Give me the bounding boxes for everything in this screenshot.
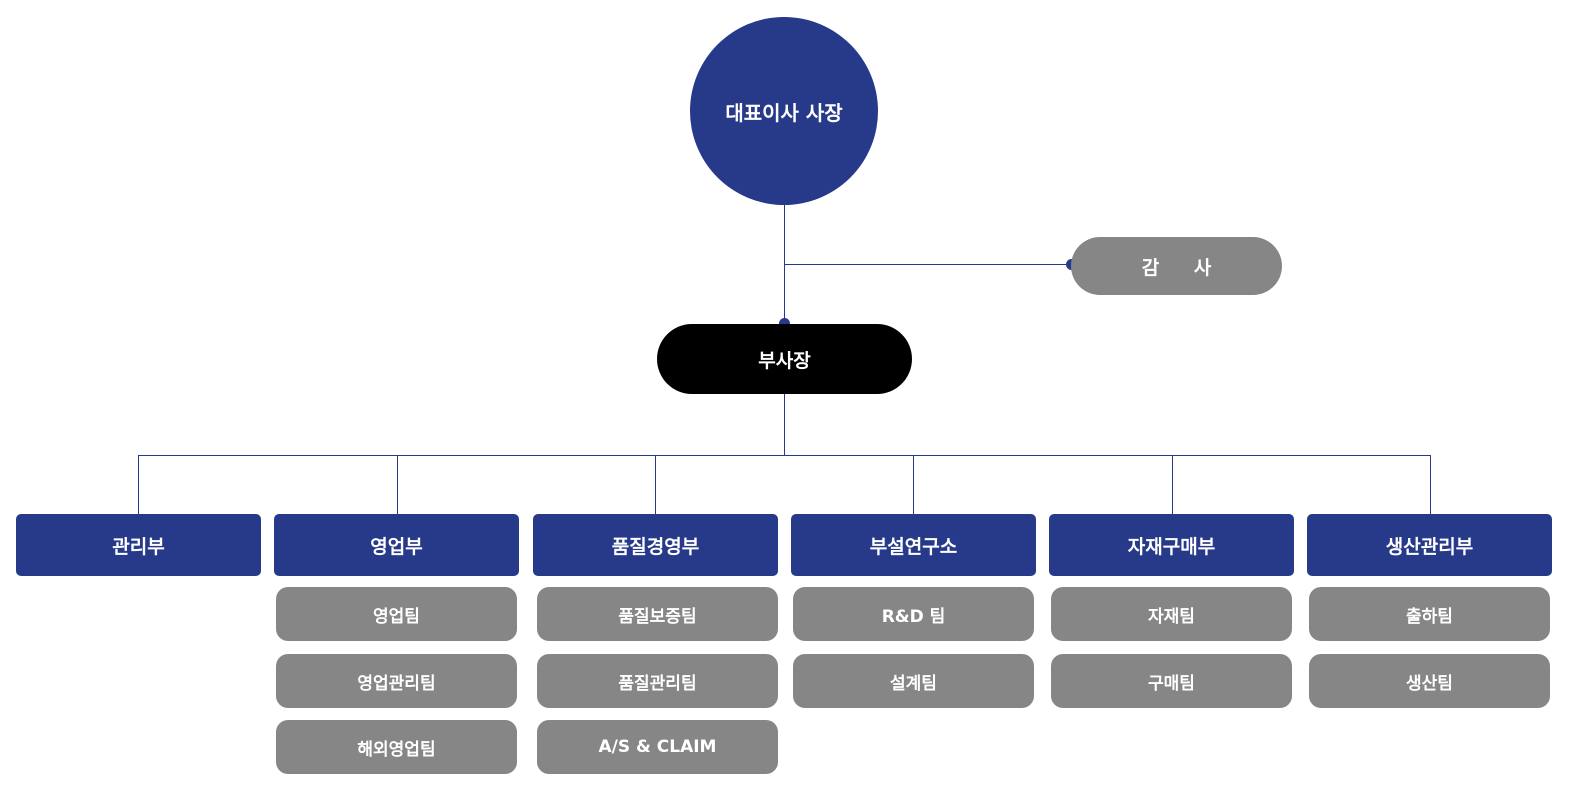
team-label: 설계팀 <box>890 673 937 694</box>
dept-drop-line <box>397 455 398 514</box>
department-label: 생산관리부 <box>1385 535 1474 558</box>
team-label: 해외영업팀 <box>357 739 436 760</box>
team-node: 출하팀 <box>1309 587 1550 641</box>
team-label: 품질보증팀 <box>618 606 697 627</box>
auditor-label: 감 사 <box>1141 256 1226 279</box>
dept-drop-line <box>1172 455 1173 514</box>
team-label: 생산팀 <box>1406 673 1453 694</box>
team-node: 품질관리팀 <box>537 654 778 708</box>
team-node: 영업관리팀 <box>276 654 517 708</box>
team-label: 구매팀 <box>1148 673 1195 694</box>
department-label: 부설연구소 <box>869 535 958 558</box>
dept-drop-line <box>138 455 139 514</box>
team-node: 품질보증팀 <box>537 587 778 641</box>
dept-drop-line <box>1430 455 1431 514</box>
vp-connector-dot <box>779 318 790 329</box>
vice-president-label: 부사장 <box>758 349 811 372</box>
team-node: 설계팀 <box>793 654 1034 708</box>
department-label: 관리부 <box>112 535 165 558</box>
team-node: R&D 팀 <box>793 587 1034 641</box>
team-label: 품질관리팀 <box>618 673 697 694</box>
ceo-node: 대표이사 사장 <box>690 17 878 205</box>
audit-branch-line <box>784 264 1072 265</box>
department-admin: 관리부 <box>16 514 261 576</box>
team-node: 영업팀 <box>276 587 517 641</box>
team-label: 자재팀 <box>1148 606 1195 627</box>
auditor-node: 감 사 <box>1071 237 1282 295</box>
department-quality: 품질경영부 <box>533 514 778 576</box>
team-node: 해외영업팀 <box>276 720 517 774</box>
team-node: 구매팀 <box>1051 654 1292 708</box>
team-label: 영업관리팀 <box>357 673 436 694</box>
department-research: 부설연구소 <box>791 514 1036 576</box>
department-sales: 영업부 <box>274 514 519 576</box>
department-label: 자재구매부 <box>1127 535 1216 558</box>
team-label: A/S & CLAIM <box>598 737 717 757</box>
department-label: 영업부 <box>370 535 423 558</box>
team-node: 자재팀 <box>1051 587 1292 641</box>
department-bus-line <box>138 455 1431 456</box>
team-label: 출하팀 <box>1406 606 1453 627</box>
vice-president-node: 부사장 <box>657 324 912 394</box>
team-label: R&D 팀 <box>881 606 946 627</box>
team-label: 영업팀 <box>373 606 420 627</box>
department-label: 품질경영부 <box>611 535 700 558</box>
vp-down-line <box>784 394 785 456</box>
department-production: 생산관리부 <box>1307 514 1552 576</box>
dept-drop-line <box>655 455 656 514</box>
ceo-label: 대표이사 사장 <box>725 100 843 125</box>
department-purchasing: 자재구매부 <box>1049 514 1294 576</box>
team-node: A/S & CLAIM <box>537 720 778 774</box>
team-node: 생산팀 <box>1309 654 1550 708</box>
dept-drop-line <box>913 455 914 514</box>
